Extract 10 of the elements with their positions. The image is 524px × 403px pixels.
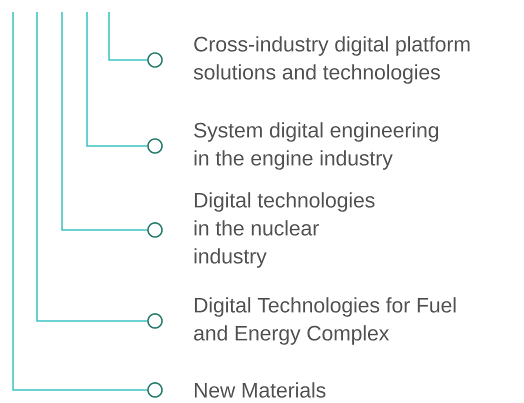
text-label: System digital engineering in the engine industry	[194, 122, 438, 170]
text-label: Digital technologies in the nuclear industry	[194, 192, 374, 268]
connector-line	[12, 12, 163, 398]
connector-line	[86, 12, 163, 154]
text-label: Digital Technologies for Fuel and Energy Complex	[194, 297, 456, 345]
connector-line	[108, 12, 163, 68]
text-label: New Materials	[194, 382, 326, 398]
connector-line	[36, 12, 163, 329]
text-label: Cross-industry digital platform solutions and technologies	[194, 36, 470, 84]
connector-line	[61, 12, 163, 238]
